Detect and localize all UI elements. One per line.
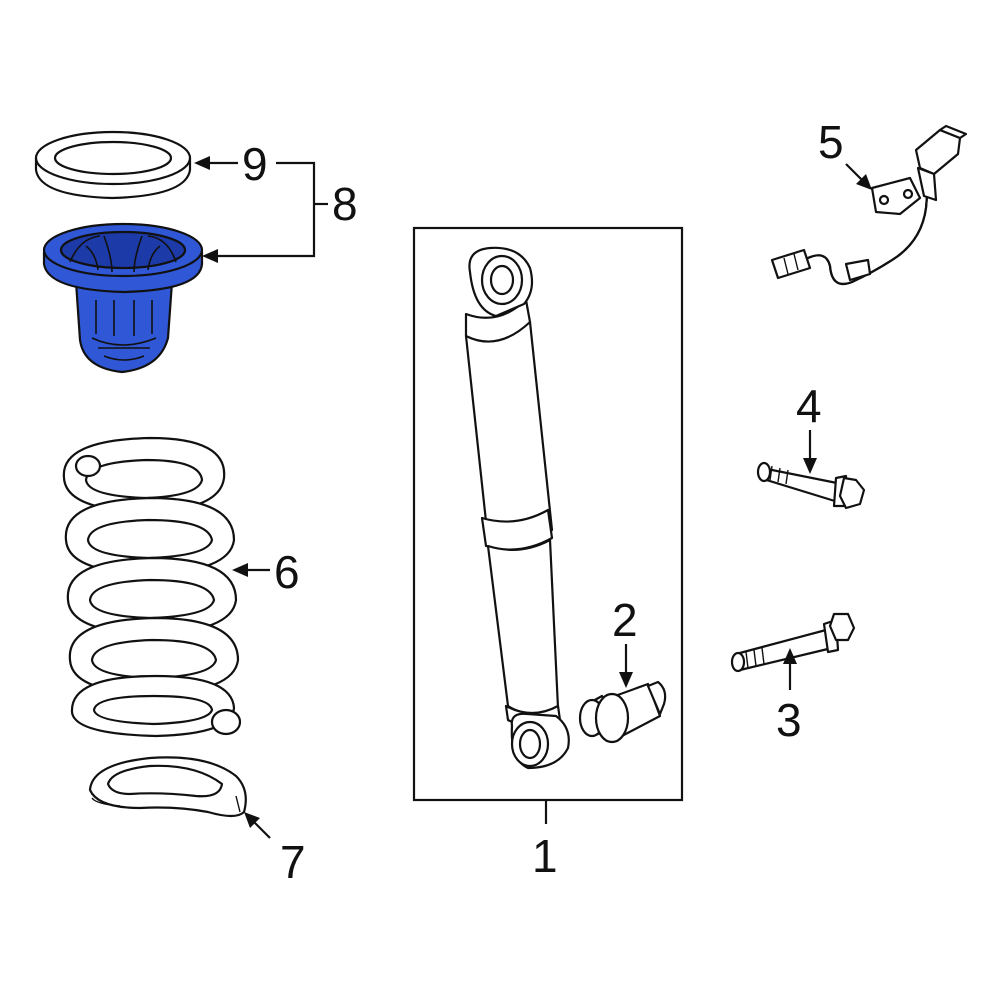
lower-spring-insulator[interactable] [88, 756, 247, 818]
upper-spring-seat-highlighted[interactable] [42, 222, 204, 374]
shock-bushing[interactable] [578, 680, 667, 744]
callout-3: 3 [776, 694, 802, 746]
callout-4: 4 [796, 380, 822, 432]
callout-8: 8 [332, 178, 358, 230]
leader-lines [194, 156, 872, 839]
callout-5: 5 [818, 116, 844, 168]
callout-1: 1 [532, 830, 558, 882]
upper-flange-bolt[interactable] [756, 461, 866, 510]
spring-insulator-ring[interactable] [34, 130, 192, 200]
shock-absorber-group-box [412, 226, 684, 802]
sensor-wire-harness[interactable] [770, 124, 968, 286]
coil-spring[interactable] [62, 436, 242, 738]
callout-7: 7 [280, 836, 306, 888]
shock-absorber[interactable] [464, 246, 570, 770]
lower-long-bolt[interactable] [730, 612, 856, 673]
callout-2: 2 [612, 594, 638, 646]
callout-9: 9 [242, 138, 268, 190]
callout-6: 6 [274, 546, 300, 598]
